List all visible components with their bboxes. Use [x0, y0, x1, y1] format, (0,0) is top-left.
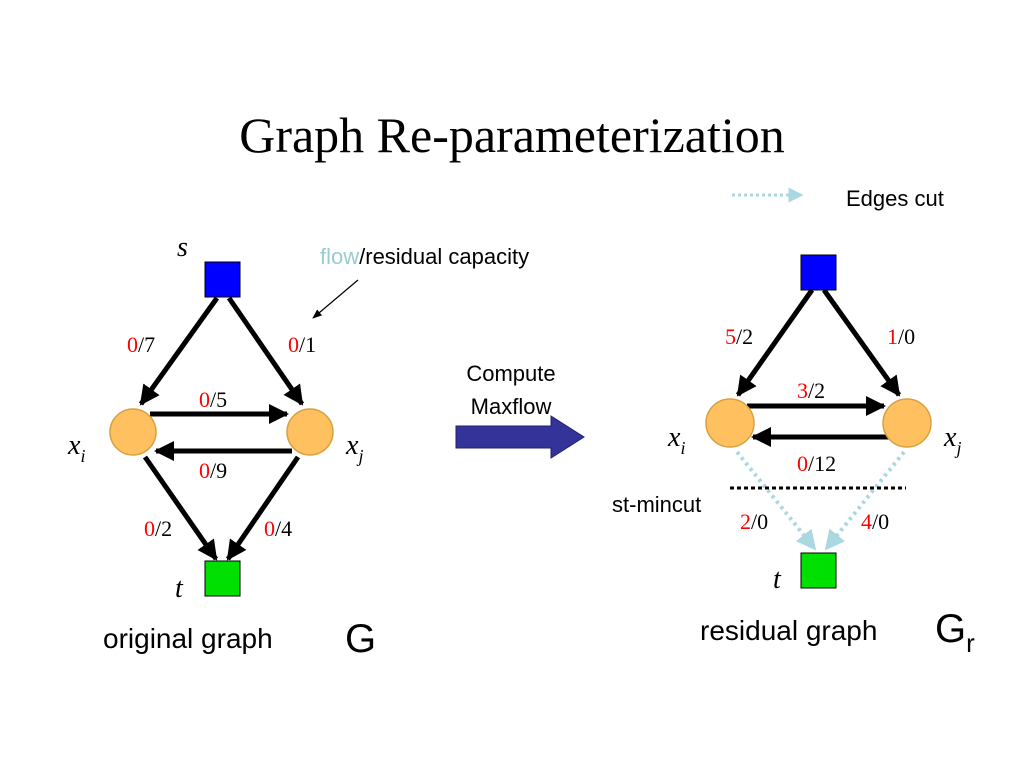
- flow-capacity-annotation: flow/residual capacity: [312, 244, 529, 319]
- label-xi: xi: [67, 430, 85, 466]
- maxflow-label: Maxflow: [471, 394, 552, 419]
- original-graph: s t xi xj 0/7 0/1 0/5 0/9 0/2 0/4 origin…: [67, 232, 376, 661]
- edge-label-s-xj: 1/0: [887, 324, 915, 349]
- original-graph-caption: original graph: [103, 623, 273, 654]
- annotation-pointer-arrow: [312, 279, 359, 319]
- edge-xi-t: [142, 455, 219, 561]
- source-node: [800, 254, 837, 291]
- edge-label-s-xi: 0/7: [127, 332, 155, 357]
- label-t: t: [175, 573, 184, 604]
- edge-label-xj-xi: 0/12: [797, 451, 836, 476]
- label-xj: xj: [345, 430, 363, 466]
- annotation-flow-word: flow: [320, 244, 359, 269]
- label-xj: xj: [943, 422, 961, 458]
- node-xj: [286, 408, 334, 456]
- edge-label-xi-xj: 0/5: [199, 387, 227, 412]
- annotation-text: flow/residual capacity: [320, 244, 529, 269]
- source-node: [204, 261, 241, 298]
- edge-label-s-xi: 5/2: [725, 324, 753, 349]
- sink-node: [800, 552, 837, 589]
- sink-node: [204, 560, 241, 597]
- edge-xj-t: [225, 455, 301, 561]
- original-graph-name: G: [345, 617, 376, 661]
- cut-edge-xj-t: [824, 450, 906, 551]
- compute-maxflow: Compute Maxflow: [455, 361, 585, 459]
- edge-label-xj-t: 4/0: [861, 509, 889, 534]
- slide-title: Graph Re-parameterization: [239, 107, 785, 163]
- residual-graph: st-mincut xi xj t 5/2 1/0 3/2 0/12 2/0 4…: [612, 254, 975, 658]
- edge-label-xi-t: 2/0: [740, 509, 768, 534]
- edges-cut-label: Edges cut: [846, 186, 944, 211]
- edge-s-xj: [821, 288, 902, 397]
- edge-label-xj-xi: 0/9: [199, 458, 227, 483]
- edge-label-s-xj: 0/1: [288, 332, 316, 357]
- label-xi: xi: [667, 422, 685, 458]
- edge-s-xi: [138, 296, 220, 406]
- label-s: s: [177, 232, 188, 263]
- edge-s-xi: [735, 288, 815, 397]
- annotation-rest: /residual capacity: [359, 244, 529, 269]
- label-t: t: [773, 564, 782, 595]
- node-xi: [109, 408, 157, 456]
- node-xj: [882, 398, 932, 448]
- edge-label-xi-t: 0/2: [144, 516, 172, 541]
- residual-graph-caption: residual graph: [700, 615, 877, 646]
- compute-label: Compute: [466, 361, 555, 386]
- st-mincut-label: st-mincut: [612, 492, 701, 517]
- edge-label-xi-xj: 3/2: [797, 378, 825, 403]
- edge-s-xj: [226, 296, 305, 406]
- block-arrow-icon: [455, 415, 585, 459]
- edge-label-xj-t: 0/4: [264, 516, 292, 541]
- edges-cut-legend: Edges cut: [732, 186, 944, 211]
- residual-graph-name: Gr: [935, 607, 975, 658]
- node-xi: [705, 398, 755, 448]
